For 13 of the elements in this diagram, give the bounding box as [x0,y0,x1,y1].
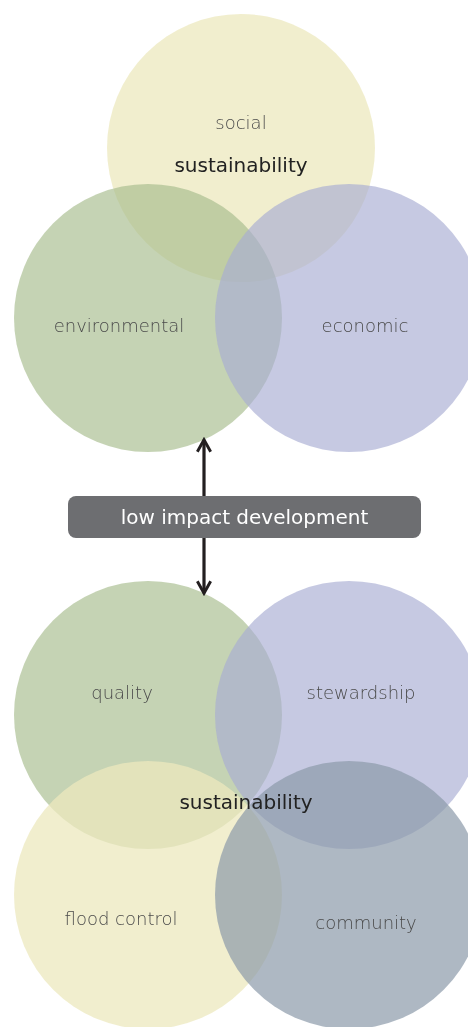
circle-label: economic [321,314,409,336]
circle-label: quality [91,681,153,703]
arrow [195,438,213,496]
banner-text: low impact development [120,505,369,529]
arrow [195,538,213,595]
circle-label: stewardship [306,681,416,703]
overlap-label: sustainability [179,790,313,814]
circle-label: social [215,111,267,133]
circle-label: environmental [53,314,185,336]
banner-bar [68,496,421,538]
circle-label: community [315,911,417,933]
overlap-label: sustainability [174,153,308,177]
circle-label: flood control [64,907,178,929]
